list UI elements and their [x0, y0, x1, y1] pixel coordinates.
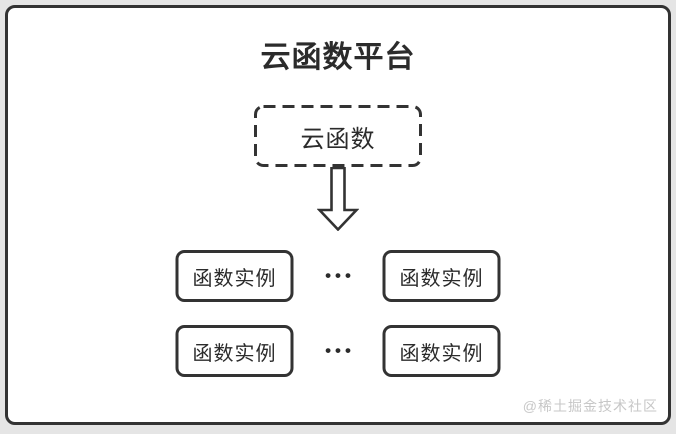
function-instance-node: 函数实例 [382, 325, 501, 377]
ellipsis-dots: ••• [325, 266, 355, 285]
instance-grid: 函数实例 ••• 函数实例 函数实例 ••• 函数实例 [175, 250, 501, 377]
instance-row-1: 函数实例 ••• 函数实例 [175, 250, 501, 302]
cloud-function-label: 云函数 [300, 125, 376, 153]
platform-panel: 云函数平台 云函数 函数实例 ••• 函数实例 函数实例 ••• 函数实例 @稀… [5, 5, 671, 425]
dashed-border [254, 105, 422, 167]
down-block-arrow-icon [317, 167, 359, 231]
function-instance-node: 函数实例 [382, 250, 501, 302]
watermark: @稀土掘金技术社区 [522, 398, 658, 414]
function-instance-node: 函数实例 [175, 250, 294, 302]
ellipsis-dots: ••• [325, 341, 355, 360]
page-title: 云函数平台 [260, 41, 416, 74]
cloud-function-node: 云函数 [254, 105, 422, 167]
instance-row-2: 函数实例 ••• 函数实例 [175, 325, 501, 377]
function-instance-node: 函数实例 [175, 325, 294, 377]
